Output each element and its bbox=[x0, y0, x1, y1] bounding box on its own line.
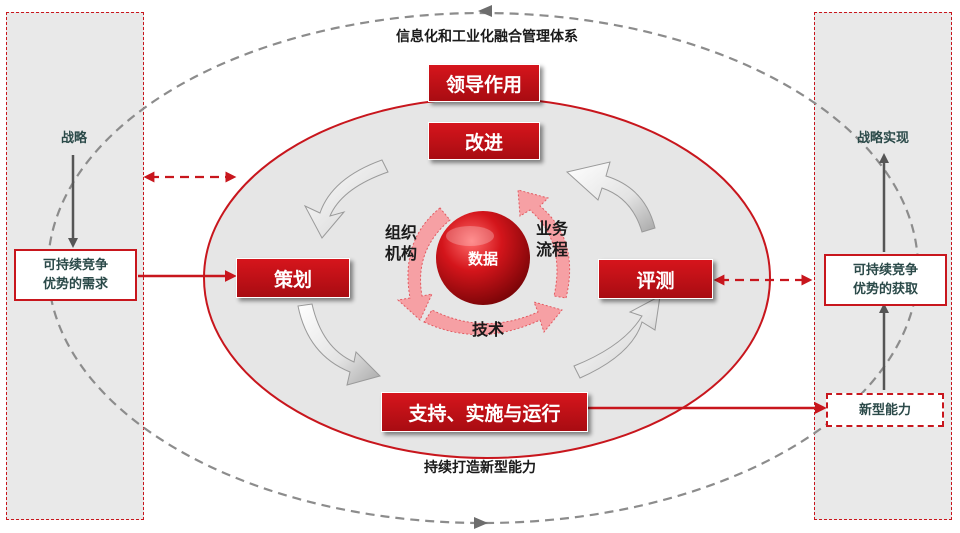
improve-box: 改进 bbox=[428, 122, 540, 160]
new-ability-box: 新型能力 bbox=[826, 393, 944, 427]
curved-arrow-evaluate-to-improve bbox=[565, 161, 656, 233]
biz-label-line1: 业务 bbox=[535, 219, 568, 238]
pink-arrow-right bbox=[517, 189, 571, 299]
data-core-ball bbox=[436, 211, 530, 305]
biz-label-line2: 流程 bbox=[535, 240, 568, 259]
competitive-gain-line1: 可持续竞争 bbox=[852, 263, 918, 278]
support-box: 支持、实施与运行 bbox=[381, 392, 588, 432]
pink-arrow-left bbox=[396, 207, 451, 321]
evaluate-box: 评测 bbox=[598, 259, 713, 299]
tech-label: 技术 bbox=[471, 320, 504, 339]
leadership-box: 领导作用 bbox=[428, 64, 540, 102]
data-core-label: 数据 bbox=[467, 250, 498, 268]
biz-label: 业务 流程 bbox=[526, 218, 578, 260]
outer-cycle-arrow-top bbox=[478, 5, 492, 17]
org-label-line1: 组织 bbox=[384, 223, 417, 242]
outer-title: 信息化和工业化融合管理体系 bbox=[396, 29, 578, 45]
competitive-need-box: 可持续竞争 优势的需求 bbox=[14, 249, 137, 301]
strategy-achievement-label: 战略实现 bbox=[856, 131, 909, 146]
curved-arrow-plan-to-support bbox=[297, 303, 381, 386]
competitive-need-line2: 优势的需求 bbox=[42, 277, 108, 292]
curved-arrow-improve-to-plan bbox=[303, 159, 389, 239]
competitive-need-line1: 可持续竞争 bbox=[42, 258, 108, 273]
pink-arrow-bottom bbox=[423, 301, 563, 335]
curved-arrow-support-to-evaluate bbox=[573, 295, 661, 379]
bottom-caption: 持续打造新型能力 bbox=[424, 460, 536, 476]
plan-box: 策划 bbox=[236, 258, 350, 298]
strategy-label: 战略 bbox=[60, 131, 87, 146]
competitive-gain-line2: 优势的获取 bbox=[852, 282, 918, 297]
outer-cycle-arrow-bottom bbox=[474, 517, 488, 529]
competitive-gain-box: 可持续竞争 优势的获取 bbox=[824, 254, 947, 306]
org-label-line2: 机构 bbox=[384, 244, 417, 263]
org-label: 组织 机构 bbox=[375, 222, 427, 264]
